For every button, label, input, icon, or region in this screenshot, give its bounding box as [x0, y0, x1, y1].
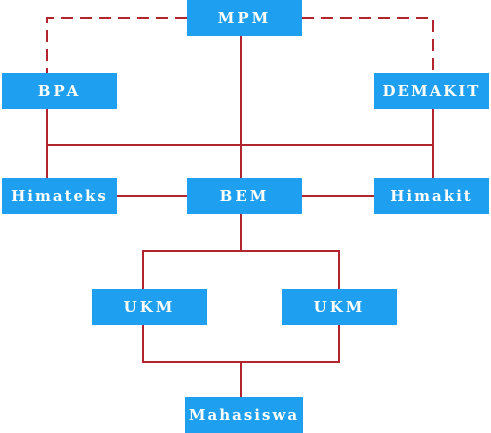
node-demakit: DEMAKIT [374, 73, 489, 109]
node-mpm: MPM [187, 0, 302, 36]
node-ukm-left: UKM [92, 289, 207, 325]
line-ukm-bottom-branch [142, 325, 340, 363]
node-mahasiswa: Mahasiswa [185, 397, 303, 433]
dashed-line-mpm-bpa [46, 17, 187, 73]
node-ukm-right: UKM [282, 289, 397, 325]
node-bpa: BPA [2, 73, 117, 109]
dashed-line-mpm-demakit [302, 17, 434, 73]
line-ukm-top-branch [142, 250, 340, 289]
node-himateks: Himateks [2, 178, 117, 214]
node-himakit: Himakit [374, 178, 489, 214]
node-bem: BEM [187, 178, 302, 214]
